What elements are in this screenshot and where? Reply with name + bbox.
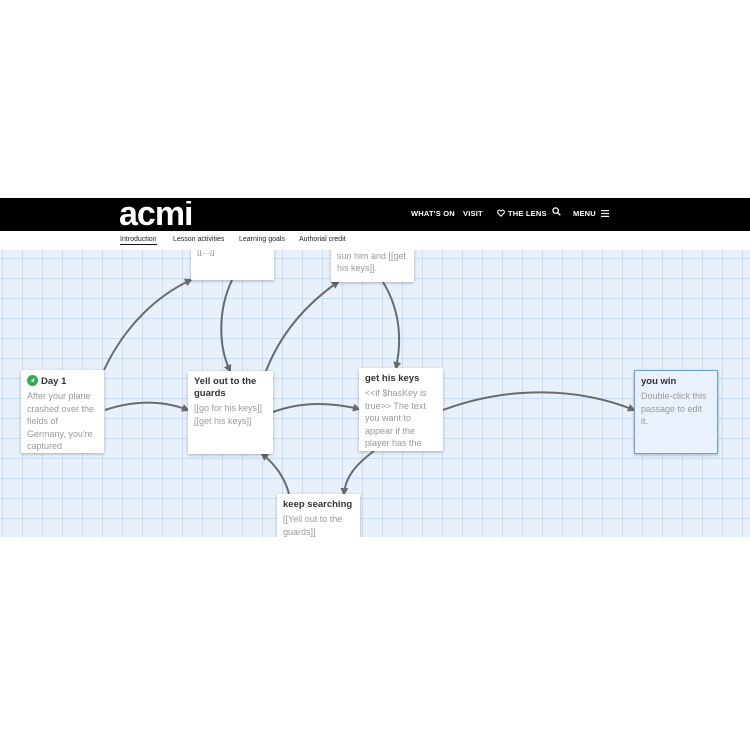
passage-you-win[interactable]: you win Double-click this passage to edi… [634, 370, 718, 454]
app-frame: acmi WHAT'S ON VISIT THE LENS MENU Intro… [0, 198, 750, 537]
link-day1-to-yell [104, 401, 190, 412]
hamburger-icon [601, 210, 610, 217]
link-yell-to-top-mid [265, 280, 340, 372]
nav-the-lens-label: THE LENS [508, 209, 547, 218]
tab-introduction[interactable]: Introduction [120, 236, 157, 245]
passage-text: [[...]] [197, 250, 215, 256]
lens-icon [497, 209, 505, 217]
search-icon [552, 207, 561, 216]
passage-card[interactable]: you manage to sun him and [[get his keys… [331, 250, 414, 282]
nav-the-lens[interactable]: THE LENS [497, 209, 547, 218]
passage-title: Yell out to the guards [194, 376, 257, 399]
passage-get-his-keys[interactable]: get his keys <<if $hasKey is true>> The … [359, 368, 443, 451]
passage-text: After your plane crashed over the fields… [27, 391, 95, 451]
link-top-mid-to-keys [382, 281, 402, 370]
passage-day-1[interactable]: Day 1 After your plane crashed over the … [21, 370, 104, 453]
passage-title: Day 1 [41, 376, 67, 387]
link-keys-to-win [442, 391, 636, 412]
passage-title: get his keys [365, 373, 420, 384]
tab-lesson-activities[interactable]: Lesson activities [173, 236, 225, 243]
link-yell-to-keys [272, 403, 361, 413]
passage-text: [[go for his keys]] [[get his keys]] [194, 403, 263, 426]
link-top-left-to-yell [220, 279, 233, 373]
passage-links [103, 278, 636, 496]
menu-button[interactable]: MENU [573, 209, 610, 218]
passage-title: you win [641, 376, 677, 387]
nav-whats-on[interactable]: WHAT'S ON [411, 209, 455, 218]
menu-label: MENU [573, 209, 596, 218]
link-keys-to-search [340, 450, 375, 496]
tab-authorial-credit[interactable]: Authorial credit [299, 236, 346, 243]
passage-text: you manage to sun him and [[get his keys… [337, 250, 407, 274]
passage-text: <<if $hasKey is true>> The text you want… [365, 388, 427, 448]
passage-title-row: Day 1 [27, 375, 98, 388]
passage-title: keep searching [283, 499, 353, 510]
passage-yell-out[interactable]: Yell out to the guards [[go for his keys… [188, 371, 273, 454]
rocket-start-icon [27, 375, 38, 386]
tab-learning-goals[interactable]: Learning goals [239, 236, 285, 243]
search-button[interactable] [552, 207, 561, 218]
passage-text: [[Yell out to the guards]] [283, 514, 343, 537]
passage-card[interactable]: [[...]] [191, 250, 274, 280]
site-header: acmi WHAT'S ON VISIT THE LENS MENU [0, 198, 750, 231]
link-search-to-yell [260, 452, 290, 495]
nav-visit[interactable]: VISIT [463, 209, 483, 218]
passage-text: Double-click this passage to edit it. [641, 391, 707, 426]
passage-keep-searching[interactable]: keep searching [[Yell out to the guards]… [277, 494, 360, 537]
section-tabs: Introduction Lesson activities Learning … [0, 231, 750, 250]
acmi-logo[interactable]: acmi [119, 201, 225, 229]
story-map-canvas[interactable]: [[...]] you manage to sun him and [[get … [0, 250, 750, 537]
link-day1-to-top-left [103, 278, 193, 371]
svg-text:acmi: acmi [119, 201, 193, 229]
